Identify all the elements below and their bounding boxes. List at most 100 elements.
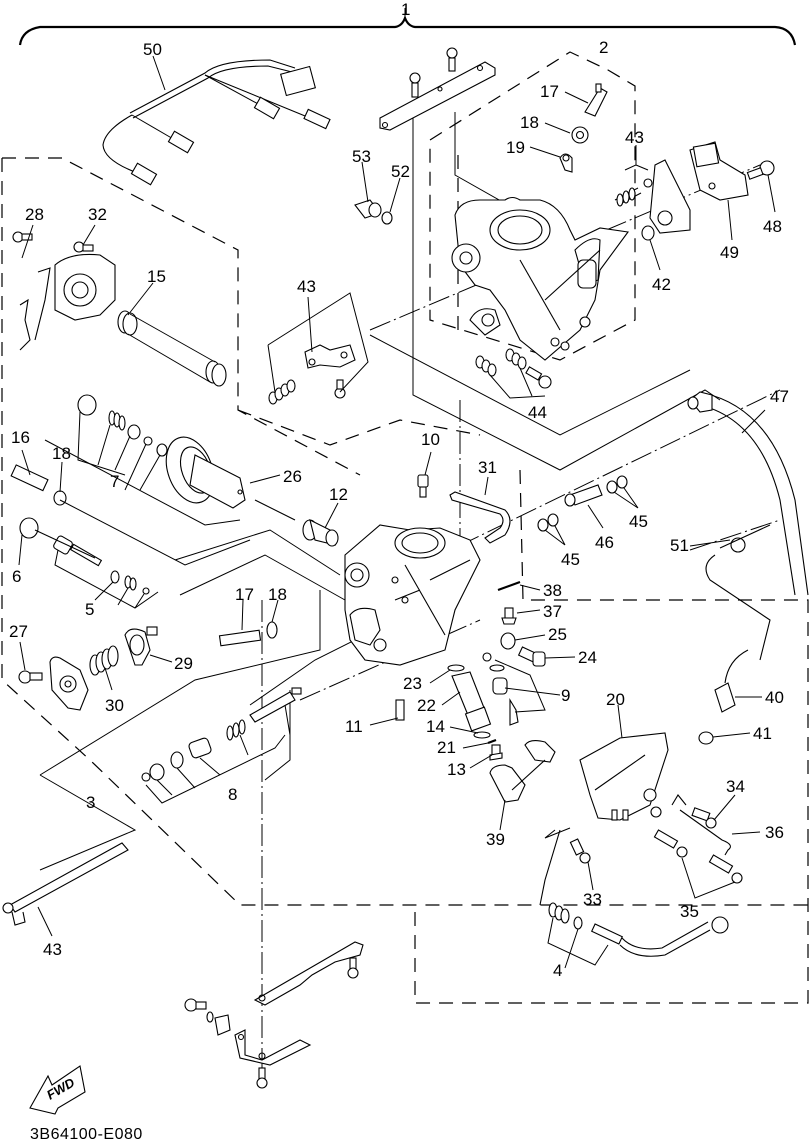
callout-4: 4 — [553, 961, 562, 980]
leader-9 — [494, 659, 561, 713]
jet-13 — [489, 744, 503, 761]
callout-44: 44 — [528, 403, 547, 422]
callout-11: 11 — [345, 717, 363, 736]
lower-bracket-2 — [234, 1029, 312, 1066]
o-rings-45a — [537, 513, 559, 532]
leader-16 — [21, 449, 31, 476]
callout-18: 18 — [520, 113, 539, 132]
callout-17: 17 — [540, 82, 559, 101]
frame-line-8 — [179, 554, 346, 601]
leader-6 — [18, 534, 23, 566]
float-bowl-link-rod — [539, 829, 561, 906]
callout-14: 14 — [426, 717, 445, 736]
leader-47 — [741, 409, 766, 434]
leader-53 — [361, 161, 369, 203]
leader-43c — [37, 906, 53, 937]
callout-40: 40 — [765, 688, 784, 707]
spring-15 — [117, 310, 227, 387]
lower-bracket-screw-a — [347, 957, 359, 979]
axis-6 — [34, 529, 96, 559]
starter-plunger-8 — [141, 687, 302, 782]
leader-50 — [152, 55, 166, 91]
leader-4 — [547, 917, 609, 969]
leader-25 — [514, 634, 546, 641]
leader-17a — [564, 91, 589, 104]
leader-5 — [54, 549, 159, 609]
callout-18-left: 18 — [52, 444, 71, 463]
upper-fitting-17 — [584, 83, 608, 117]
callout-29: 29 — [174, 654, 193, 673]
leader-26 — [249, 474, 281, 484]
leader-43b — [267, 292, 369, 393]
o-ring-41 — [698, 731, 714, 745]
float-valve-9 — [482, 652, 519, 726]
frame-line-bowl — [544, 827, 571, 839]
o-ring-52 — [381, 211, 393, 225]
callout-43-bottom: 43 — [43, 940, 62, 959]
callout-51: 51 — [670, 536, 689, 555]
leader-51 — [689, 539, 731, 547]
screw-10 — [417, 474, 429, 498]
callout-32: 32 — [88, 205, 107, 224]
leader-8 — [145, 704, 291, 804]
leader-10 — [424, 451, 432, 476]
dashed-outline-right-group — [414, 469, 809, 1004]
screw-37 — [501, 607, 517, 625]
o-ring-23 — [447, 664, 465, 672]
callout-3: 3 — [86, 793, 95, 812]
callout-25: 25 — [548, 625, 567, 644]
reference-line-f — [689, 519, 781, 551]
top-plate-screw-1 — [446, 47, 458, 72]
pin-21 — [487, 738, 497, 745]
leader-20 — [617, 704, 623, 739]
washer-18c — [266, 621, 278, 639]
callout-36: 36 — [765, 823, 784, 842]
callout-31: 31 — [478, 458, 497, 477]
rod-43-bottom — [2, 842, 129, 926]
callout-26: 26 — [283, 467, 302, 486]
leader-18c — [271, 599, 279, 623]
callout-17-lower: 17 — [235, 585, 254, 604]
diaphragm-cover — [19, 253, 116, 351]
leader-38 — [519, 584, 541, 591]
screw-27 — [18, 670, 43, 684]
leader-45b — [613, 487, 639, 509]
leader-28 — [21, 224, 34, 259]
drain-screw-24 — [517, 646, 546, 667]
dashed-outline-left-group — [2, 157, 361, 476]
frame-line-4 — [39, 590, 321, 776]
frame-line-6 — [264, 690, 291, 781]
callout-46: 46 — [595, 533, 614, 552]
frame-line-3 — [369, 334, 691, 436]
callout-13: 13 — [447, 760, 466, 779]
piston-axis-lines — [44, 439, 251, 566]
pilot-screw-5 — [53, 535, 150, 595]
callout-24: 24 — [578, 648, 597, 667]
screws-35 — [653, 829, 743, 884]
leader-7 — [77, 411, 161, 491]
drain-hose-4 — [590, 916, 729, 957]
frame-line-7 — [174, 529, 341, 576]
callout-12: 12 — [329, 485, 348, 504]
spring-4 — [548, 902, 583, 930]
screw-34 — [691, 807, 717, 829]
leader-32 — [82, 224, 96, 246]
fitting-17b — [218, 629, 262, 647]
leader-49 — [727, 199, 733, 241]
needle-11 — [395, 699, 405, 721]
dashed-outline-top-group — [429, 51, 636, 361]
callout-39: 39 — [486, 830, 505, 849]
callout-52: 52 — [391, 162, 410, 181]
float-bowl-20 — [579, 732, 669, 821]
callout-23: 23 — [403, 674, 422, 693]
leader-17b — [241, 599, 244, 631]
leader-48 — [767, 174, 776, 213]
callout-16: 16 — [11, 428, 30, 447]
callout-33: 33 — [583, 890, 602, 909]
pipe-46 — [564, 484, 603, 507]
callout-9: 9 — [561, 686, 570, 705]
leader-27 — [19, 641, 26, 671]
sleeve-12 — [302, 518, 339, 547]
leader-11 — [369, 717, 399, 726]
